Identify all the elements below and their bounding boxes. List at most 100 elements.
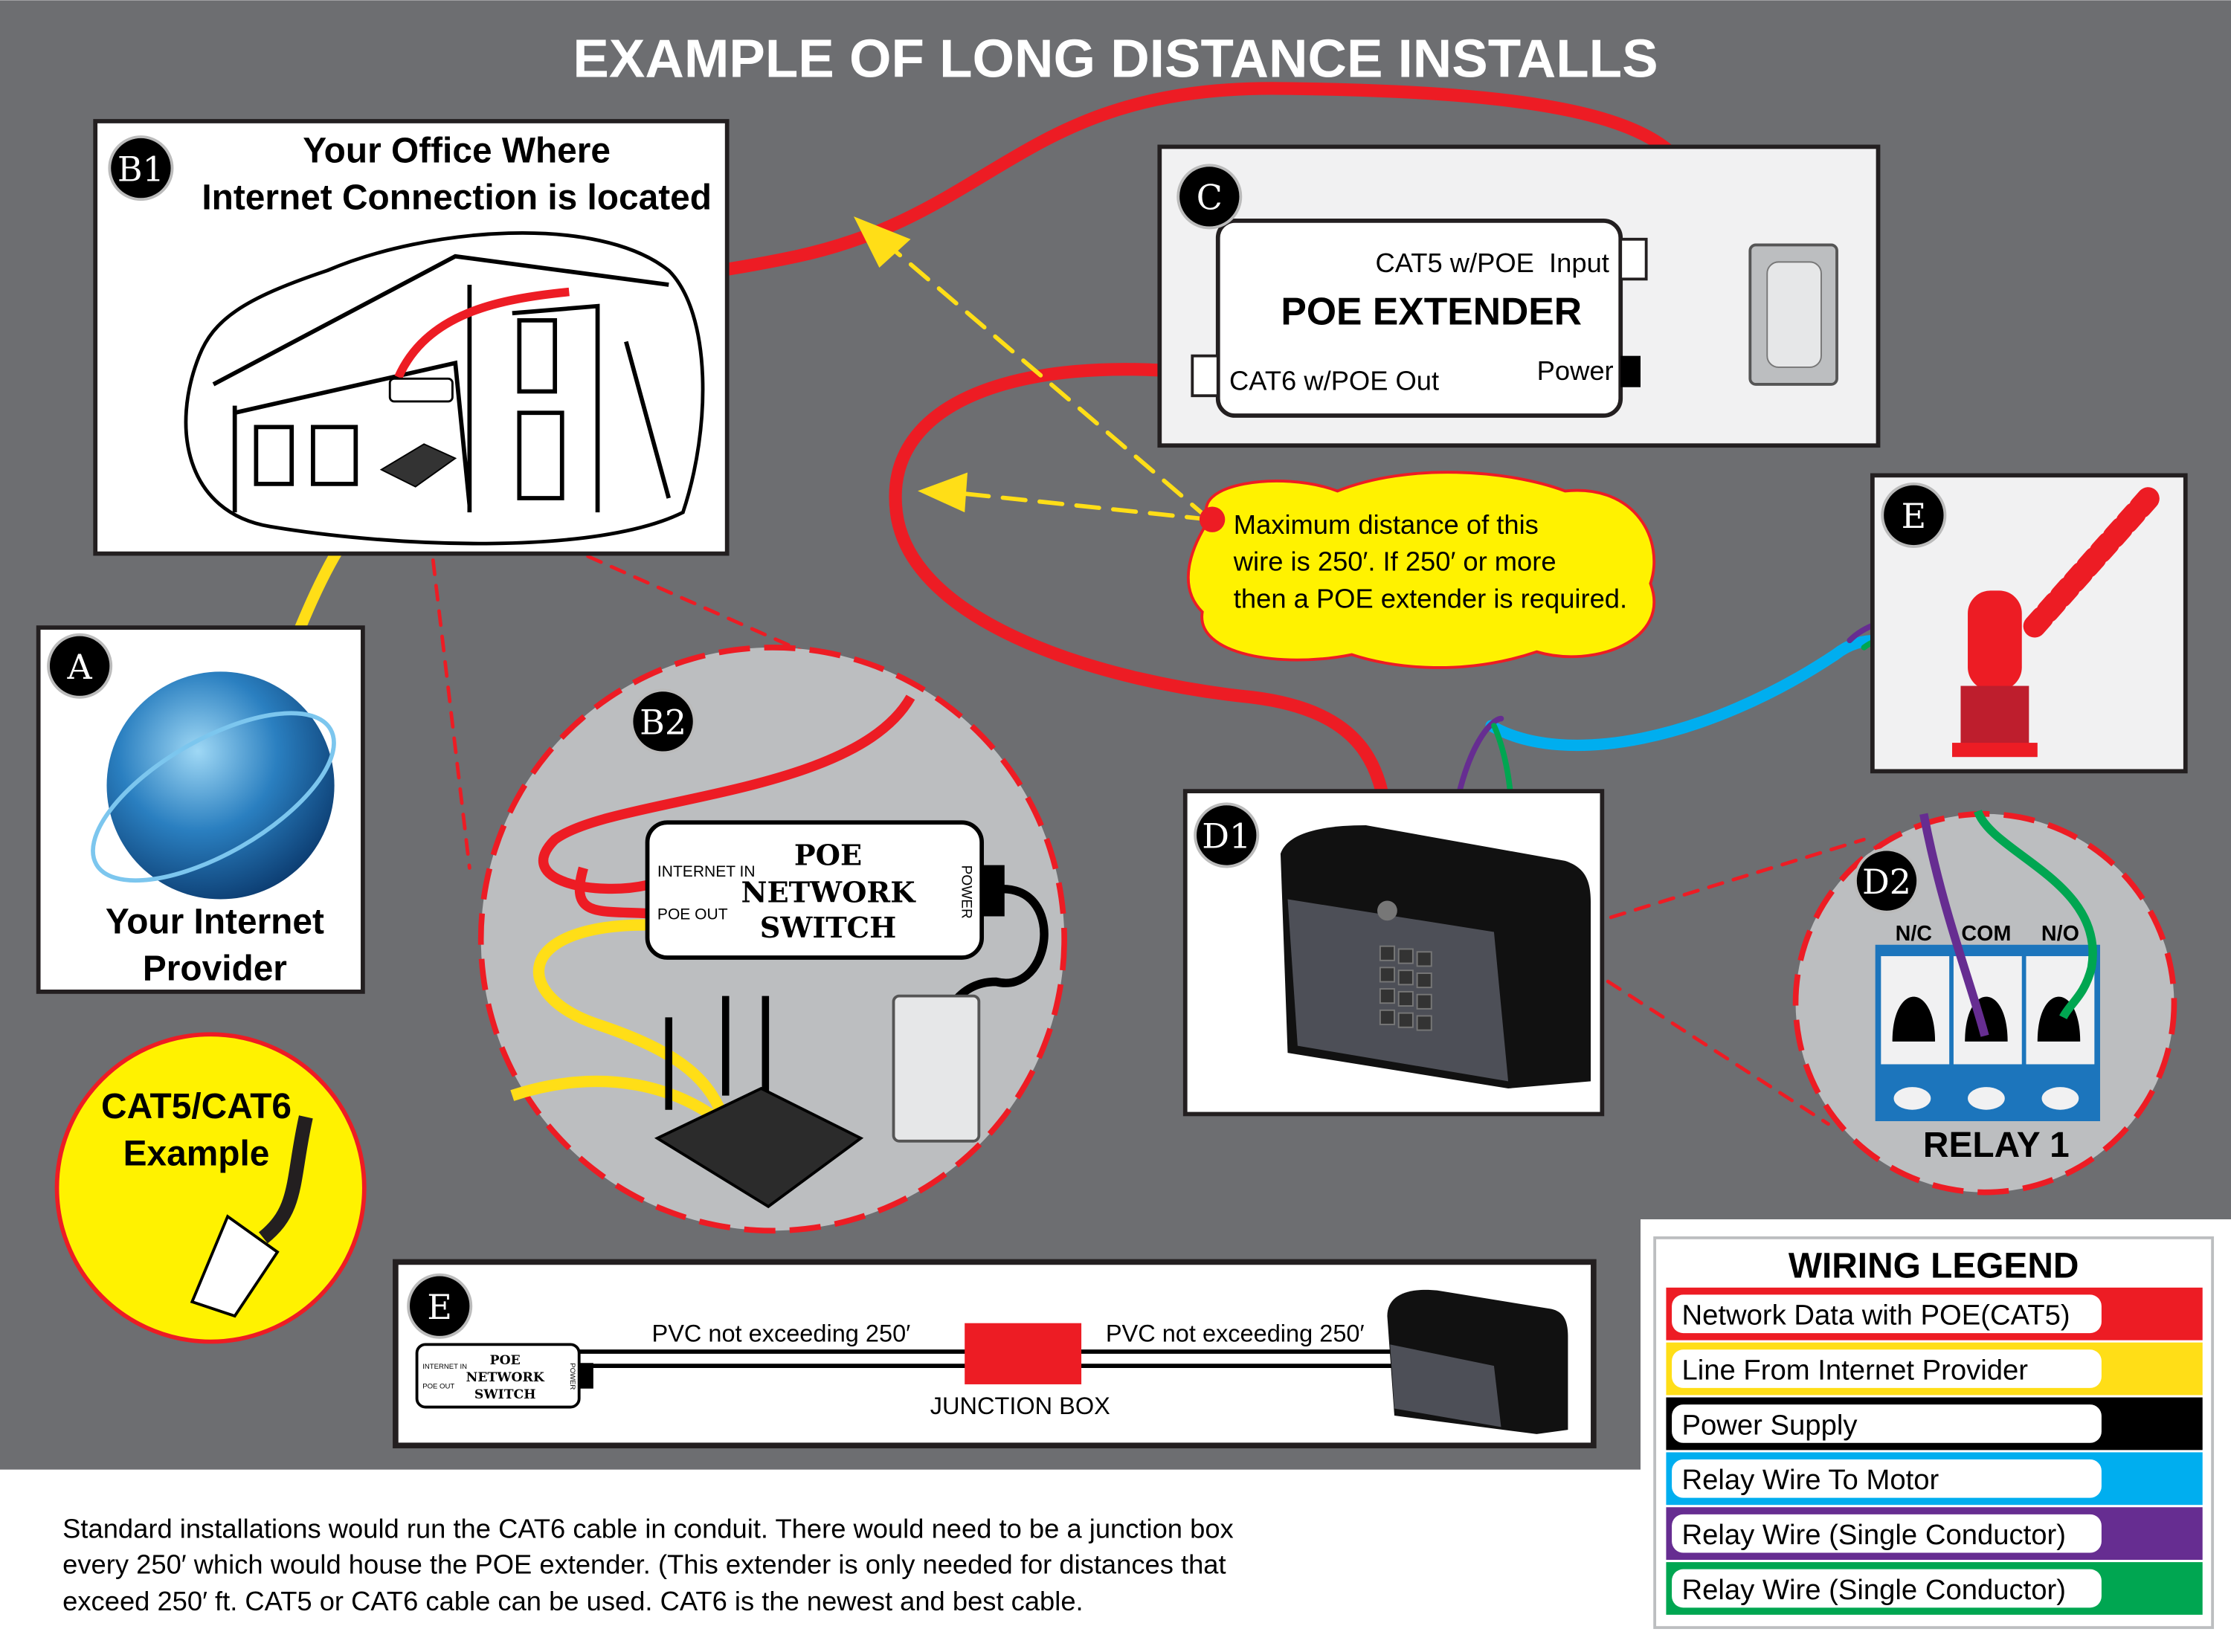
poe-extender-device xyxy=(1215,219,1623,418)
red-wire-in-house xyxy=(394,287,570,379)
dashed-zoom-line-d2-bottom xyxy=(1584,965,1830,1126)
badge-e-top-label: E xyxy=(1902,496,1927,536)
b1-title-line1: Your Office Where xyxy=(303,131,611,170)
badge-b1 xyxy=(108,135,174,201)
legend-label: Relay Wire (Single Conductor) xyxy=(1681,1574,2066,1606)
provider-line2: Provider xyxy=(143,949,287,989)
legend-row: Relay Wire (Single Conductor) xyxy=(1666,1507,2203,1561)
b2-title1: POE xyxy=(794,839,862,873)
callout-line1: Maximum distance of this xyxy=(1234,509,1539,540)
small-switch-icon xyxy=(388,377,454,403)
legend-label: Power Supply xyxy=(1681,1409,1858,1441)
badge-d2 xyxy=(1853,848,1919,914)
relay-com-label: COM xyxy=(1961,922,2011,946)
badge-b1-label: B1 xyxy=(117,149,164,189)
cable-icon xyxy=(258,1115,313,1244)
e-switch-title1: POE xyxy=(490,1353,521,1368)
relay-no-label: N/O xyxy=(2041,922,2079,946)
badge-e-bottom-label: E xyxy=(427,1287,452,1327)
badge-c-label: C xyxy=(1197,178,1223,218)
legend-title: WIRING LEGEND xyxy=(1789,1246,2079,1285)
d2-green-wire xyxy=(1973,809,2097,1020)
legend-label: Network Data with POE(CAT5) xyxy=(1681,1300,2070,1332)
badge-d2-label: D2 xyxy=(1862,862,1911,902)
panel-a-internet-provider: A Your Internet Provider xyxy=(36,625,365,994)
panel-d2-relay-detail: D2 N/C COM N/O RELAY 1 xyxy=(1792,809,2177,1196)
badge-b2 xyxy=(630,688,696,755)
legend-label-pill xyxy=(1672,1569,2102,1608)
dashed-callout-arrow-1 xyxy=(866,225,1212,522)
legend-label-pill xyxy=(1672,1514,2102,1553)
footnote-line3: exceed 250′ ft. CAT5 or CAT6 cable can b… xyxy=(62,1586,1083,1616)
badge-a-label: A xyxy=(67,647,93,687)
dashed-zoom-line-d2-top xyxy=(1584,837,1866,927)
e-switch-poe-out: POE OUT xyxy=(422,1383,454,1391)
rj45-plug-icon xyxy=(190,1214,280,1318)
junction-box xyxy=(965,1323,1082,1384)
e-switch-title3: SWITCH xyxy=(474,1387,536,1402)
badge-e-top xyxy=(1881,482,1947,548)
badge-a xyxy=(47,633,113,699)
b2-outlet xyxy=(892,994,981,1143)
legend-label-pill xyxy=(1672,1459,2102,1498)
d2-purple-wire xyxy=(1919,813,1989,1037)
cat-example-line2: Example xyxy=(123,1134,270,1173)
b2-red-wires xyxy=(538,694,915,919)
legend-label-pill xyxy=(1672,1404,2102,1443)
keypad-face xyxy=(1287,899,1509,1082)
page-title: EXAMPLE OF LONG DISTANCE INSTALLS xyxy=(573,29,1658,89)
cat-cable-example: CAT5/CAT6 Example xyxy=(54,1032,367,1344)
relay-title: RELAY 1 xyxy=(1923,1126,2070,1165)
red-wire-extender-to-keypad xyxy=(889,363,1394,829)
footnote-line2: every 250′ which would house the POE ext… xyxy=(62,1549,1226,1579)
panel-d1-keypad: D1 xyxy=(1182,789,1605,1117)
legend-row: Line From Internet Provider xyxy=(1666,1342,2203,1396)
cat-example-line1: CAT5/CAT6 xyxy=(101,1087,292,1126)
arrowhead-1 xyxy=(853,216,911,268)
router-icon-large xyxy=(654,1086,864,1209)
legend-row: Power Supply xyxy=(1666,1397,2203,1451)
legend-row: Relay Wire To Motor xyxy=(1666,1452,2203,1506)
legend-label: Line From Internet Provider xyxy=(1681,1354,2028,1386)
legend-row: Network Data with POE(CAT5) xyxy=(1666,1287,2203,1340)
junction-box-label: JUNCTION BOX xyxy=(930,1393,1110,1419)
pvc-right-label: PVC not exceeding 250′ xyxy=(1106,1320,1365,1347)
callout-line3: then a POE extender is required. xyxy=(1234,583,1627,613)
extender-title: POE EXTENDER xyxy=(1281,290,1582,333)
barrier-arm xyxy=(2023,486,2160,638)
dashed-callout-arrow-2 xyxy=(936,488,1212,522)
extender-input-label: CAT5 w/POE Input xyxy=(1375,248,1609,278)
legend-label-pill xyxy=(1672,1294,2102,1334)
relay-nc-label: N/C xyxy=(1896,922,1932,946)
panel-b1-office: B1 Your Office Where Internet Connection… xyxy=(93,119,730,556)
b2-title3: SWITCH xyxy=(760,911,897,945)
extender-out-label: CAT6 w/POE Out xyxy=(1229,366,1439,396)
pvc-left-label: PVC not exceeding 250′ xyxy=(652,1320,911,1347)
panel-c-poe-extender: C CAT5 w/POE Input POE EXTENDER CAT6 w/P… xyxy=(1157,144,1881,448)
badge-d1 xyxy=(1194,802,1260,868)
legend-row: Relay Wire (Single Conductor) xyxy=(1666,1562,2203,1615)
e-switch-power: POWER xyxy=(568,1363,576,1390)
legend-label-pill xyxy=(1672,1349,2102,1388)
house-lines xyxy=(212,254,672,513)
callout-line2: wire is 250′. If 250′ or more xyxy=(1233,546,1556,577)
wiring-legend: WIRING LEGEND Network Data with POE(CAT5… xyxy=(1640,1219,2231,1639)
badge-c xyxy=(1176,164,1243,230)
panel-e-junction: E PVC not exceeding 250′ PVC not exceedi… xyxy=(393,1259,1597,1449)
keypad-buttons xyxy=(1379,945,1432,1031)
footnote-line1: Standard installations would run the CAT… xyxy=(62,1514,1234,1544)
badge-b2-label: B2 xyxy=(640,703,686,743)
arrowhead-2 xyxy=(918,472,968,513)
extender-power-label: Power xyxy=(1537,355,1614,386)
b2-poe-out: POE OUT xyxy=(657,906,728,923)
barrier-post xyxy=(1968,590,2022,691)
provider-line1: Your Internet xyxy=(106,902,324,941)
legend-label: Relay Wire To Motor xyxy=(1681,1464,1939,1496)
b2-power: POWER xyxy=(958,865,973,919)
b2-title2: NETWORK xyxy=(741,876,917,909)
panel-e-gate-motor: E xyxy=(1870,473,2188,774)
distance-callout: Maximum distance of this wire is 250′. I… xyxy=(1187,471,1656,669)
badge-e-bottom xyxy=(407,1273,473,1339)
blue-wire-relay-motor xyxy=(1485,634,1884,752)
e-switch-title2: NETWORK xyxy=(466,1370,545,1385)
